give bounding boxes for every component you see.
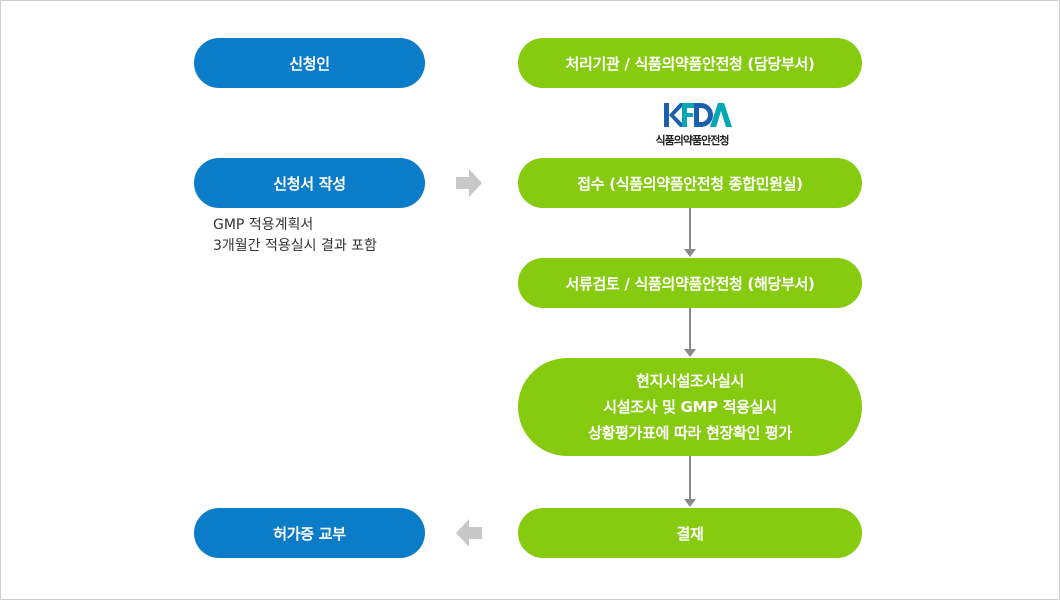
step-document-review: 서류검토 / 식품의약품안전청 (해당부서)	[518, 258, 862, 308]
arrow-down-icon	[684, 499, 696, 507]
step-approval: 결재	[518, 508, 862, 558]
step-write-application: 신청서 작성	[194, 158, 425, 208]
applicant-header: 신청인	[194, 38, 425, 88]
logo-caption: 식품의약품안전청	[655, 134, 730, 147]
arrow-down-icon	[684, 349, 696, 357]
step-site-inspection: 현지시설조사실시 시설조사 및 GMP 적용실시 상황평가표에 따라 현장확인 …	[518, 358, 862, 456]
step-issue-license: 허가증 교부	[194, 508, 425, 558]
processor-header: 처리기관 / 식품의약품안전청 (담당부서)	[518, 38, 862, 88]
inspection-line-2: 시설조사 및 GMP 적용실시	[603, 398, 777, 416]
write-note-line-2: 3개월간 적용실시 결과 포함	[213, 238, 377, 254]
inspection-line-1: 현지시설조사실시	[635, 372, 744, 390]
inspection-line-3: 상황평가표에 따라 현장확인 평가	[588, 424, 792, 442]
write-note-line-1: GMP 적용계획서	[213, 217, 314, 233]
connector-review-inspection	[689, 308, 691, 350]
arrow-right-icon	[456, 169, 482, 197]
connector-inspection-approval	[689, 456, 691, 500]
kfda-logo: 식품의약품안전청	[642, 100, 752, 152]
kfda-logo-mark	[664, 103, 732, 127]
step-receipt: 접수 (식품의약품안전청 종합민원실)	[518, 158, 862, 208]
arrow-down-icon	[684, 249, 696, 257]
arrow-left-icon	[456, 519, 482, 547]
write-note: GMP 적용계획서 3개월간 적용실시 결과 포함	[213, 215, 377, 257]
connector-receipt-review	[689, 208, 691, 250]
